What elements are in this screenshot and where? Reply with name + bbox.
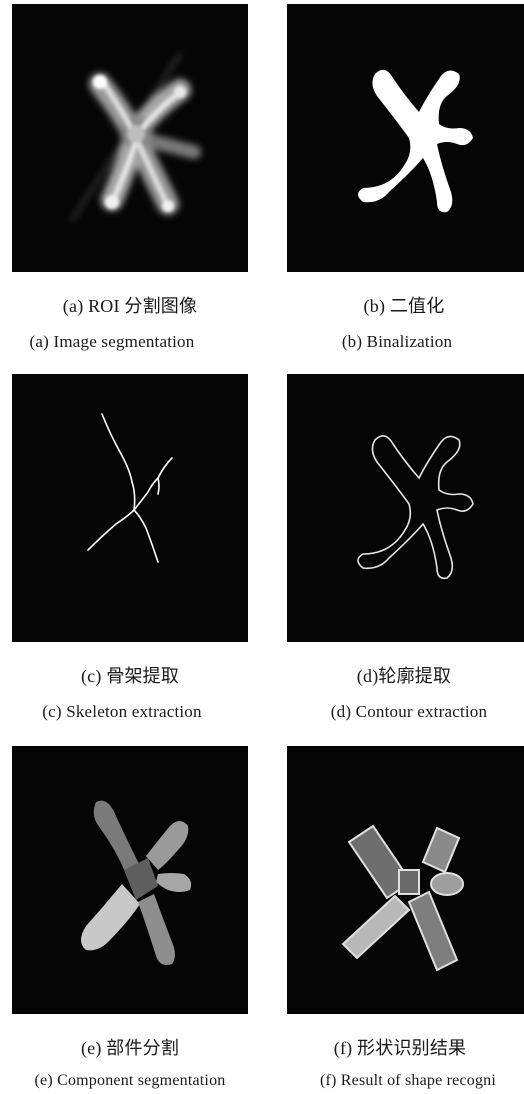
caption-f-cn: (f) 形状识别结果	[333, 1038, 467, 1058]
panel-a-image	[12, 4, 248, 272]
panel-f-image	[287, 746, 524, 1014]
panel-d-image	[287, 374, 524, 642]
caption-a-en: (a) Image segmentation	[29, 332, 195, 351]
caption-e-cn: (e) 部件分割	[80, 1038, 180, 1058]
caption-b-cn: (b) 二值化	[363, 296, 445, 316]
caption-c-cn: (c) 骨架提取	[80, 666, 180, 686]
caption-b-en: (b) Binalization	[341, 332, 453, 351]
caption-c-en: (c) Skeleton extraction	[42, 702, 202, 721]
caption-e-en: (e) Component segmentation	[34, 1072, 226, 1089]
caption-f-en: (f) Result of shape recogni	[319, 1072, 497, 1089]
panel-e-image	[12, 746, 248, 1014]
panel-c-image	[12, 374, 248, 642]
caption-d-en: (d) Contour extraction	[330, 702, 488, 721]
caption-a-cn: (a) ROI 分割图像	[62, 296, 198, 316]
caption-d-cn: (d)轮廓提取	[356, 666, 452, 686]
panel-b-image	[287, 4, 524, 272]
